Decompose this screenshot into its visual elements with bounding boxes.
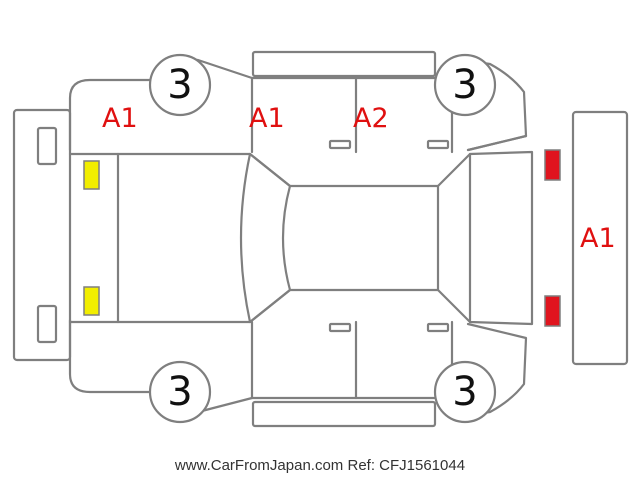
front-light-top	[83, 160, 100, 190]
footer-site: www.CarFromJapan.com	[174, 457, 343, 474]
front-light-bottom	[83, 286, 100, 316]
mark-front-left-door: A1	[249, 103, 285, 134]
left-side-body	[68, 58, 528, 154]
wheel-front-left: 3	[148, 53, 212, 117]
rear-light-top	[544, 149, 561, 181]
rear-bumper	[571, 110, 629, 366]
mark-rear-left-door: A2	[353, 103, 389, 134]
wheel-rear-left: 3	[433, 53, 497, 117]
top-side-panel	[251, 50, 437, 428]
wheel-front-left-grade: 3	[167, 62, 192, 108]
wheel-front-right: 3	[148, 360, 212, 424]
wheel-rear-right-grade: 3	[452, 369, 477, 415]
top-view-body	[68, 134, 534, 326]
footer-watermark: www.CarFromJapan.com Ref: CFJ1561044	[174, 457, 465, 474]
mark-front-left-fender: A1	[102, 103, 138, 134]
front-bumper	[12, 108, 72, 362]
wheel-rear-left-grade: 3	[452, 62, 477, 108]
right-side-body	[68, 318, 528, 415]
rear-light-bottom	[544, 295, 561, 327]
mark-rear-bumper: A1	[580, 223, 616, 254]
wheel-front-right-grade: 3	[167, 369, 192, 415]
footer-ref: Ref: CFJ1561044	[347, 457, 465, 474]
wheel-rear-right: 3	[433, 360, 497, 424]
